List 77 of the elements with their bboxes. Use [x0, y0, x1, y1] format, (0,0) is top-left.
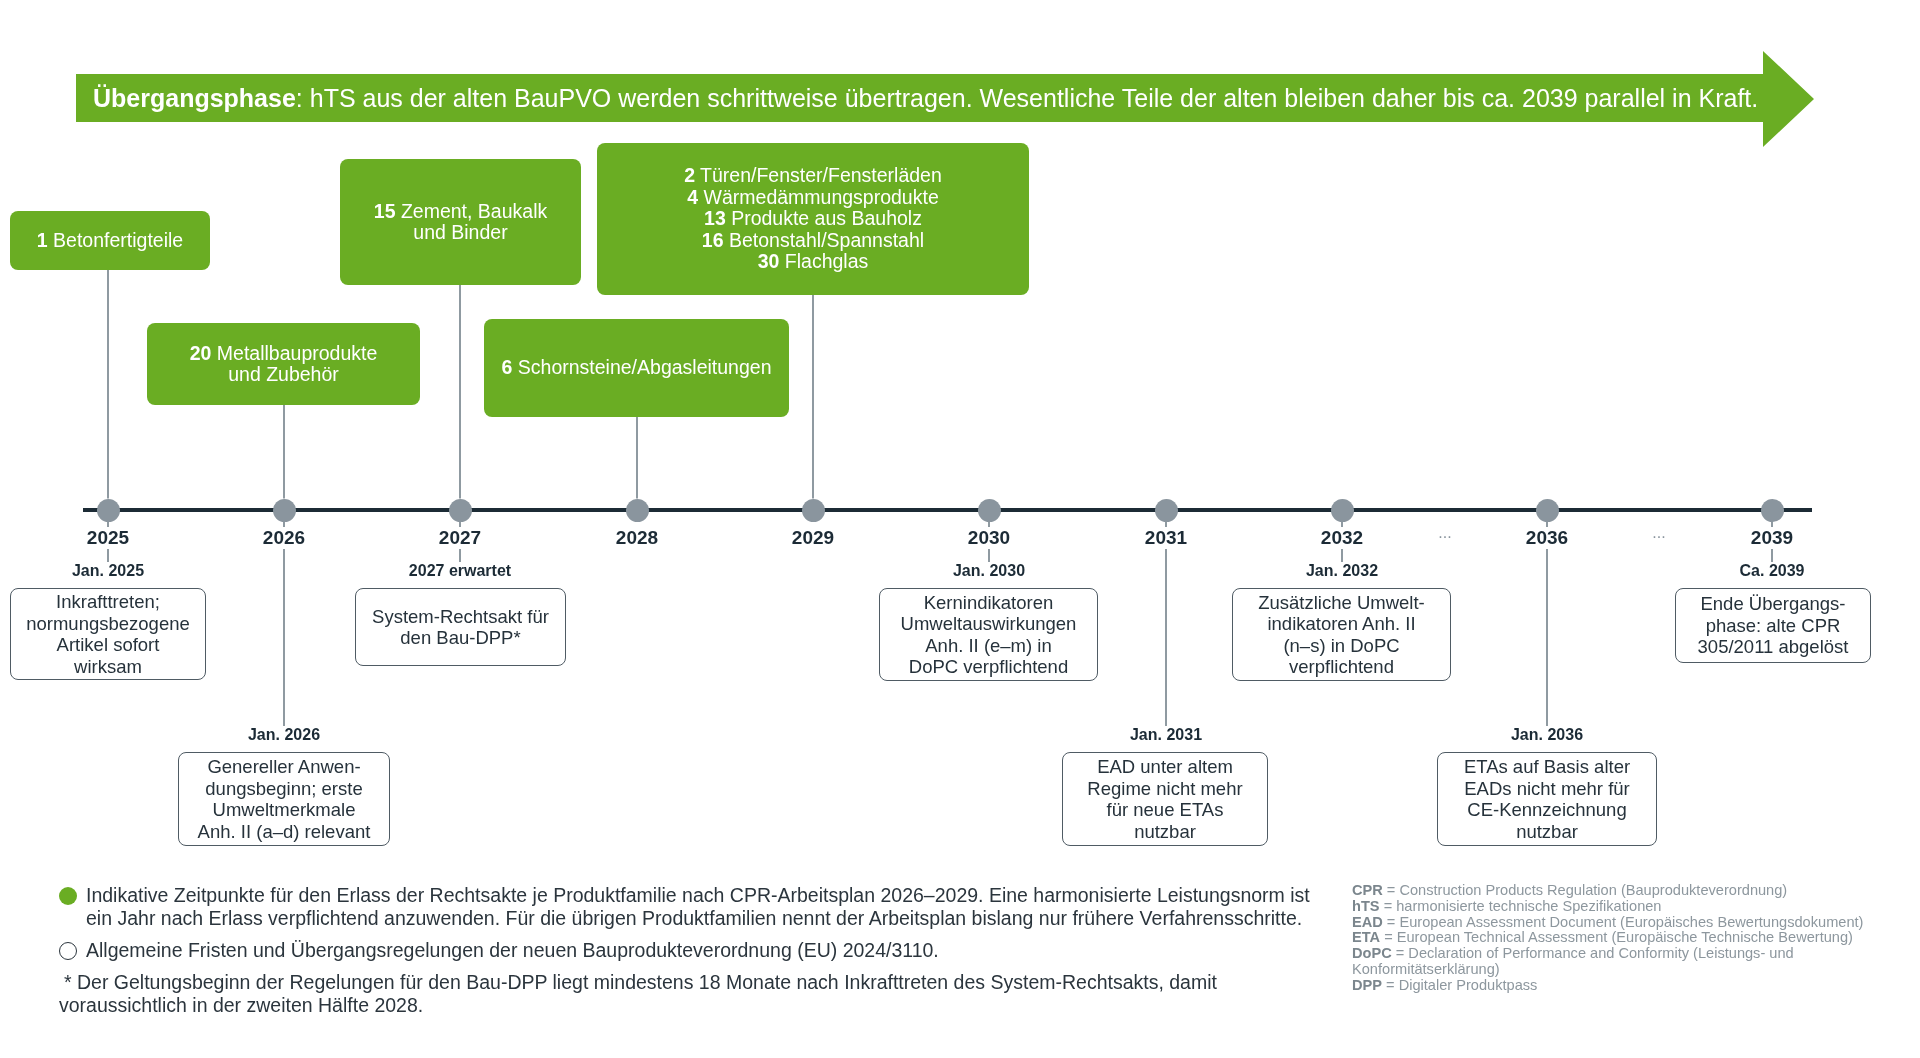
connector-line — [1165, 520, 1167, 727]
category-box — [10, 211, 210, 270]
timeline-dot — [801, 498, 825, 522]
connector-line — [283, 404, 285, 500]
category-text: 16 Betonstahl/Spannstahl — [701, 229, 925, 252]
milestone-text: Zusätzliche Umwelt- indikatoren Anh. II (n–s) in DoPC verpflichtend — [1257, 591, 1426, 678]
category-text: 15 Zement, Baukalk und Binder — [372, 200, 549, 244]
year-label: 2031 — [1143, 527, 1189, 549]
timeline-dot — [272, 498, 296, 522]
date-label: Jan. 2036 — [1510, 726, 1584, 744]
connector-line — [1546, 520, 1548, 727]
timeline-dot — [625, 498, 649, 522]
year-label: 2026 — [261, 527, 307, 549]
abbreviation-text: hTS = harmonisierte technische Spezifikationen — [1352, 898, 1662, 915]
category-text: 13 Produkte aus Bauholz — [704, 208, 922, 230]
timeline-dot — [1154, 498, 1178, 522]
milestone-box — [1232, 588, 1451, 681]
banner-text: Übergangsphase: hTS aus der alten BauPVO werden schrittweise übertragen. Wesentliche Teile der alten bleiben daher bis ca. 2039 parallel in Kraft. — [93, 83, 1759, 114]
date-label: Jan. 2030 — [952, 562, 1026, 580]
milestone-text: System-Rechtsakt für den Bau-DPP* — [371, 605, 550, 649]
footnote-text: * Der Geltungsbeginn der Regelungen für den Bau-DPP liegt mindestens 18 Monate nach Inkrafttreten des System-Rechtsakts, damit voraussichtlich in der zweiten Hälfte 2028. — [59, 971, 1218, 1017]
date-label: Ca. 2039 — [1739, 562, 1805, 580]
abbreviation-text: DPP = Digitaler Produktpass — [1352, 977, 1539, 994]
milestone-text: EAD unter altem Regime nicht mehr für neue ETAs nutzbar — [1086, 756, 1244, 842]
year-label: 2039 — [1749, 527, 1795, 549]
abbreviation-text: EAD = European Assessment Document (Europäisches Bewertungsdokument) — [1352, 914, 1865, 931]
category-text: 4 Wärmedämmungsprodukte — [687, 186, 939, 209]
milestone-box — [355, 588, 566, 666]
connector-line — [107, 269, 109, 500]
connector-line — [283, 520, 285, 727]
timeline-dot — [1760, 498, 1784, 522]
category-box — [484, 319, 789, 417]
year-label: 2032 — [1319, 527, 1365, 549]
milestone-text: Kernindikatoren Umweltauswirkungen Anh. II (e–m) in DoPC verpflichtend — [899, 591, 1078, 678]
legend-text: Indikative Zeitpunkte für den Erlass der Rechtsakte je Produktfamilie nach CPR-Arbeitsplan 2026–2029. Eine harmonisierte Leistungsnorm ist ein Jahr nach Erlass verpflichtend anzuwenden. Für die übrigen Produktfamilien nennt der Arbeitsplan bislang nur frühere Verfahrensschritte. — [86, 884, 1311, 930]
year-label: 2036 — [1524, 527, 1570, 549]
legend-text: Allgemeine Fristen und Übergangsregelungen der neuen Bauprodukteverordnung (EU) 2024/3110. — [86, 939, 940, 962]
milestone-box — [10, 588, 206, 680]
banner-arrow — [76, 51, 1814, 147]
year-label: 2025 — [85, 527, 131, 549]
timeline-dot — [96, 498, 120, 522]
timeline-dot — [448, 498, 472, 522]
milestone-box — [1675, 588, 1871, 663]
ellipsis-text: ... — [1652, 524, 1666, 542]
date-label: Jan. 2025 — [71, 562, 145, 580]
abbreviation-text: CPR = Construction Products Regulation (Bauprodukteverordnung) — [1352, 883, 1789, 899]
abbreviation-text: DoPC = Declaration of Performance and Conformity (Leistungs- und Konformitätserklärung) — [1352, 946, 1795, 978]
milestone-text: Inkrafttreten; normungsbezogene Artikel sofort wirksam — [25, 591, 191, 677]
category-box — [340, 159, 581, 285]
timeline-dot — [1330, 498, 1354, 522]
milestone-box — [1437, 752, 1657, 846]
year-label: 2030 — [966, 527, 1012, 549]
ellipsis-text: ... — [1438, 524, 1452, 542]
connector-line — [636, 416, 638, 500]
milestone-text: Ende Übergangs- phase: alte CPR 305/2011 abgelöst — [1696, 593, 1850, 658]
category-text: 2 Türen/Fenster/Fensterläden — [684, 165, 942, 187]
abbreviation-text: ETA = European Technical Assessment (Europäische Technische Bewertung) — [1352, 930, 1853, 947]
date-label: Jan. 2031 — [1129, 726, 1203, 744]
connector-line — [812, 294, 814, 500]
milestone-text: Genereller Anwen- dungsbeginn; erste Umweltmerkmale Anh. II (a–d) relevant — [196, 756, 372, 842]
timeline-dot — [1535, 498, 1559, 522]
category-box — [597, 143, 1029, 295]
category-text: 6 Schornsteine/Abgasleitungen — [501, 357, 772, 379]
category-text: 1 Betonfertigteile — [36, 229, 184, 252]
milestone-box — [1062, 752, 1268, 846]
milestone-box — [879, 588, 1098, 681]
milestone-text: ETAs auf Basis alter EADs nicht mehr für CE-Kennzeichnung nutzbar — [1462, 756, 1632, 842]
date-label: Jan. 2026 — [247, 726, 321, 744]
category-text: 20 Metallbauprodukte und Zubehör — [188, 342, 379, 386]
date-label: 2027 erwartet — [408, 562, 512, 580]
category-box — [147, 323, 420, 405]
connector-line — [459, 284, 461, 500]
milestone-box — [178, 752, 390, 846]
year-label: 2027 — [437, 527, 483, 549]
category-text: 30 Flachglas — [757, 251, 869, 273]
timeline-dot — [977, 498, 1001, 522]
date-label: Jan. 2032 — [1305, 562, 1379, 580]
